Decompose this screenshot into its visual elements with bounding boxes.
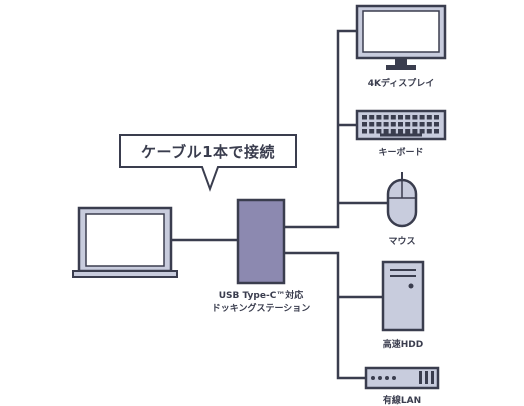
keyboard-key bbox=[405, 115, 411, 120]
keyboard-key bbox=[362, 115, 367, 120]
keyboard-key bbox=[412, 122, 418, 127]
keyboard-key bbox=[434, 115, 439, 120]
keyboard-spacebar bbox=[380, 133, 422, 137]
docking-station-icon bbox=[236, 198, 286, 285]
keyboard-label: キーボード bbox=[378, 148, 424, 158]
display-label: 4Kディスプレイ bbox=[367, 79, 435, 89]
keyboard-key bbox=[398, 129, 403, 134]
keyboard-key bbox=[369, 129, 375, 134]
callout-label: ケーブル1本で接続 bbox=[140, 142, 276, 161]
hdd-tower-icon bbox=[381, 260, 425, 332]
keyboard-key bbox=[405, 122, 411, 127]
hdd-label: 高速HDD bbox=[382, 340, 424, 350]
connection-lines bbox=[171, 29, 388, 380]
keyboard-key bbox=[390, 115, 396, 120]
callout-bubble bbox=[119, 134, 297, 192]
docking-station-label-line2: ドッキングステーション bbox=[211, 304, 311, 314]
keyboard-key bbox=[419, 129, 425, 134]
mouse-label: マウス bbox=[388, 237, 416, 247]
keyboard-key bbox=[426, 115, 432, 120]
hub-to-upper-bus-line bbox=[284, 29, 357, 229]
keyboard-key bbox=[383, 129, 389, 134]
keyboard-key bbox=[369, 115, 375, 120]
keyboard-key bbox=[434, 129, 439, 134]
keyboard-key bbox=[376, 129, 382, 134]
docking-station-label: USB Type-C™対応 ドッキングステーション bbox=[212, 290, 311, 316]
keyboard-key bbox=[383, 122, 389, 127]
keyboard-key bbox=[362, 129, 367, 134]
keyboard-key bbox=[369, 122, 375, 127]
keyboard-key bbox=[383, 115, 389, 120]
mouse-icon bbox=[386, 172, 418, 228]
keyboard-key bbox=[362, 122, 367, 127]
keyboard-key bbox=[419, 115, 425, 120]
keyboard-key bbox=[412, 115, 418, 120]
keyboard-key bbox=[398, 115, 403, 120]
keyboard-key bbox=[405, 129, 411, 134]
keyboard-key bbox=[390, 122, 396, 127]
keyboard-key bbox=[376, 122, 382, 127]
lan-label: 有線LAN bbox=[382, 396, 422, 406]
keyboard-key bbox=[426, 122, 432, 127]
keyboard-key bbox=[434, 122, 439, 127]
keyboard-key bbox=[412, 129, 418, 134]
keyboard-key bbox=[390, 129, 396, 134]
hub-to-lower-bus-line bbox=[284, 251, 366, 380]
keyboard-key bbox=[426, 129, 432, 134]
keyboard-icon bbox=[355, 109, 447, 141]
keyboard-key bbox=[419, 122, 425, 127]
keyboard-key bbox=[398, 122, 403, 127]
monitor-icon bbox=[355, 4, 447, 70]
router-icon bbox=[364, 366, 440, 390]
keyboard-key bbox=[376, 115, 382, 120]
docking-station-label-line1: USB Type-C™対応 bbox=[218, 291, 304, 301]
laptop-icon bbox=[72, 206, 178, 278]
